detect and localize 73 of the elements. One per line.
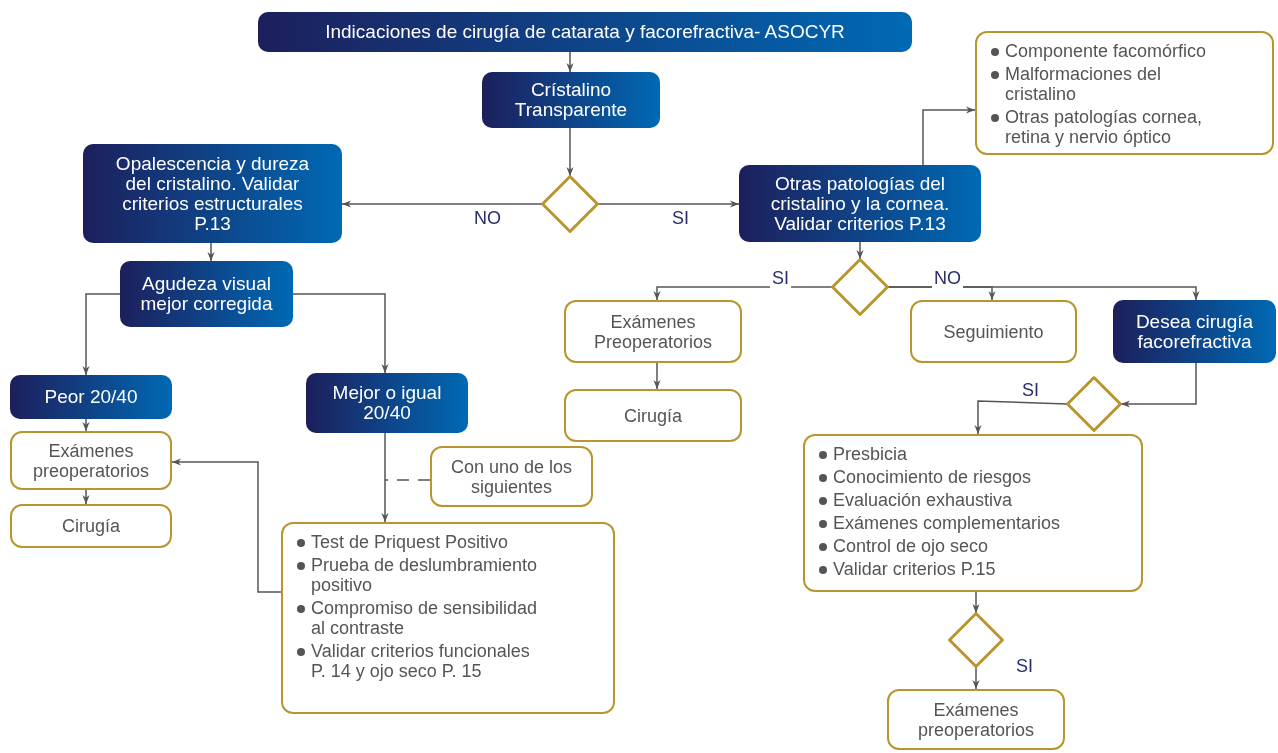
process-box <box>482 72 660 128</box>
node-text: Exámenes preoperatorios <box>916 699 1036 740</box>
node-text: Agudeza visual mejor corregida <box>139 274 274 314</box>
arrow <box>207 242 215 262</box>
decision-diamond <box>832 259 888 315</box>
criteria-box <box>281 522 615 714</box>
bullet-item: Validar criterios funcionales P. 14 y ojo seco P. 15 <box>297 641 543 681</box>
node-text: Cirugía <box>61 516 121 536</box>
process-box <box>910 300 1077 363</box>
arrow <box>972 591 980 614</box>
process-box <box>306 373 468 433</box>
bullet-item: Presbicia <box>819 444 1131 464</box>
criteria-box <box>803 434 1143 592</box>
node-text: Peor 20/40 <box>43 387 139 407</box>
node-text: Opalescencia y dureza del cristalino. Validar criterios estructurales P.13 <box>114 153 311 234</box>
node-text: Indicaciones de cirugía de catarata y facorefractiva- ASOCYR <box>324 22 846 42</box>
arrow <box>381 432 389 523</box>
process-box <box>10 375 172 419</box>
bullet-item: Validar criterios P.15 <box>819 559 1131 579</box>
criteria-box <box>975 31 1274 155</box>
node-text: Mejor o igual 20/40 <box>331 383 443 423</box>
arrow <box>653 286 833 301</box>
bullet-item: Conocimiento de riesgos <box>819 467 1131 487</box>
node-text: Con uno de los siguientes <box>449 456 574 497</box>
dashed-connector <box>384 479 431 481</box>
node-text: Exámenes Preoperatorios <box>592 311 714 352</box>
node-text: Seguimiento <box>942 321 1045 342</box>
arrow <box>1120 362 1197 408</box>
arrow <box>887 286 1200 301</box>
bullet-item: Test de Priquest Positivo <box>297 532 543 552</box>
edge-label: SI <box>770 268 791 288</box>
arrow <box>566 127 574 177</box>
decision-diamond <box>1067 377 1121 431</box>
node-text: Cirugía <box>623 405 683 426</box>
bullet-item: Control de ojo seco <box>819 536 1131 556</box>
arrow <box>653 362 661 390</box>
process-box <box>887 689 1065 750</box>
arrow <box>597 200 740 208</box>
process-box <box>430 446 593 507</box>
decision-diamond <box>542 176 598 232</box>
edge-label: NO <box>932 268 963 288</box>
arrow <box>82 418 90 432</box>
bullet-item: Otras patologías cornea, retina y nervio óptico <box>991 107 1228 147</box>
bullet-item: Evaluación exhaustiva <box>819 490 1131 510</box>
process-box <box>83 144 342 243</box>
bullet-item: Prueba de deslumbramiento positivo <box>297 555 543 595</box>
process-box <box>10 431 172 490</box>
process-box <box>10 504 172 548</box>
process-box <box>120 261 293 327</box>
arrow <box>856 241 864 260</box>
bullet-item: Compromiso de sensibilidad al contraste <box>297 598 543 638</box>
node-text: Exámenes preoperatorios <box>31 440 151 481</box>
bullet-item: Exámenes complementarios <box>819 513 1131 533</box>
arrow <box>292 293 389 374</box>
process-box <box>1113 300 1276 363</box>
decision-diamond <box>949 613 1003 667</box>
arrow <box>171 458 282 593</box>
node-text: Otras patologías del cristalino y la cornea. Validar criterios P.13 <box>769 173 951 234</box>
bullet-item: Componente facomórfico <box>991 41 1228 61</box>
arrow <box>972 666 980 690</box>
arrow <box>341 200 543 208</box>
process-box <box>564 389 742 442</box>
node-text: Crístalino Transparente <box>513 80 629 120</box>
process-box <box>739 165 981 242</box>
node-text: Desea cirugía facorefractiva <box>1134 311 1255 352</box>
arrow <box>922 106 976 166</box>
arrow <box>974 400 1068 435</box>
bullet-item: Malformaciones del cristalino <box>991 64 1228 104</box>
arrow <box>82 489 90 505</box>
arrow <box>82 293 121 376</box>
process-box <box>258 12 912 52</box>
arrow <box>566 51 574 73</box>
process-box <box>564 300 742 363</box>
